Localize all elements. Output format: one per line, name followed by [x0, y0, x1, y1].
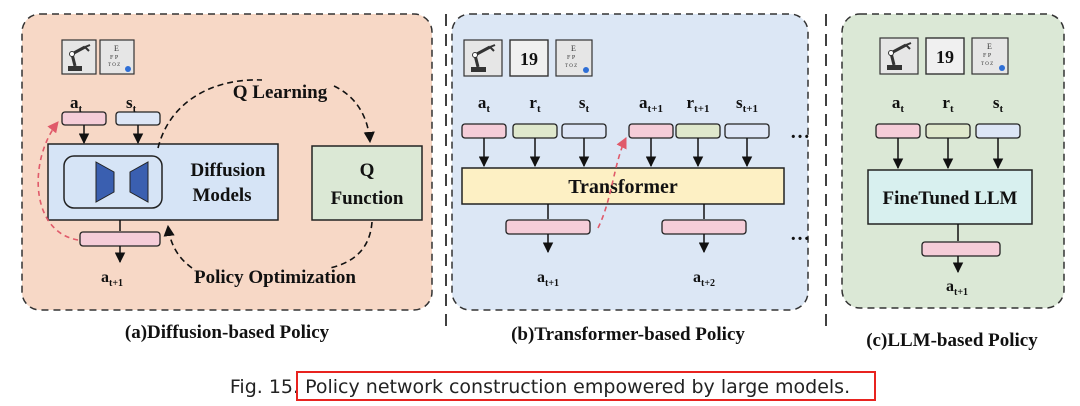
diffusion-token-a: [61, 111, 107, 126]
llm-input-label: st: [993, 93, 1004, 115]
svg-text:19: 19: [936, 47, 954, 67]
llm-label: FineTuned LLM: [883, 188, 1018, 209]
transformer-input-token: [628, 123, 674, 139]
diffusion-output-label: at+1: [101, 269, 123, 289]
svg-text:E: E: [987, 42, 992, 51]
transformer-input-label: rt+1: [687, 93, 710, 115]
policy-optimization-arrow-left: [163, 224, 193, 269]
svg-text:E: E: [571, 44, 576, 53]
q-learning-arrow-right: [333, 85, 375, 144]
panel-diffusion-caption: (a)Diffusion-based Policy: [125, 322, 330, 343]
transformer-input-token: [675, 123, 721, 139]
diffusion-output-token: [79, 231, 161, 247]
transformer-input-token: [724, 123, 770, 139]
q-function-label-2: Function: [331, 188, 404, 209]
svg-text:T O Z: T O Z: [565, 64, 577, 69]
autoregressive-feedback-arrow: [597, 136, 627, 229]
diffusion-model-label-1: Diffusion: [191, 160, 266, 181]
eye-chart-icon: E F P T O Z: [99, 39, 135, 75]
encoder-shape-icon: [95, 161, 115, 203]
figure-caption: Fig. 15. Policy network construction emp…: [230, 376, 850, 398]
transformer-ellipsis-top: …: [790, 121, 810, 143]
panel-transformer-caption: (b)Transformer-based Policy: [511, 324, 745, 345]
q-learning-label: Q Learning: [233, 82, 328, 103]
eye-chart-icon: E F P T O Z: [555, 39, 593, 77]
robot-arm-icon: [879, 37, 919, 75]
decoder-shape-icon: [129, 161, 149, 203]
transformer-output-token: [661, 219, 747, 235]
llm-input-label: at: [892, 93, 905, 115]
q-function-block: [311, 145, 423, 221]
llm-input-token: [875, 123, 921, 139]
transformer-output-label: at+2: [693, 269, 715, 289]
transformer-input-token: [512, 123, 558, 139]
transformer-block: [461, 167, 785, 205]
panel-transformer-bg: [451, 13, 809, 311]
robot-arm-icon: [463, 39, 503, 77]
svg-text:F P: F P: [567, 55, 576, 61]
svg-text:T O Z: T O Z: [981, 62, 993, 67]
eye-chart-icon: E F P T O Z: [971, 37, 1009, 75]
transformer-input-token: [461, 123, 507, 139]
panel-diffusion: E F P T O Z at st Diffusion Models Q Fun…: [21, 13, 433, 343]
llm-output-label: at+1: [946, 278, 968, 298]
policy-optimization-arrow-right: [329, 221, 373, 269]
diffusion-input-a-label: at: [70, 93, 83, 115]
llm-output-token: [921, 241, 1001, 257]
svg-text:F P: F P: [983, 53, 992, 59]
transformer-input-label: at+1: [639, 93, 663, 115]
diffusion-model-label-2: Models: [192, 185, 251, 206]
transformer-input-label: st: [579, 93, 590, 115]
llm-input-token: [925, 123, 971, 139]
panel-llm: 19 E F P T O Z at rt st FineTuned LLM at+1…: [841, 13, 1065, 351]
llm-input-token: [975, 123, 1021, 139]
diffusion-input-s-label: st: [126, 93, 137, 115]
transformer-input-label: rt: [529, 93, 541, 115]
panel-transformer: 19 E F P T O Z at rt st at+1 rt+1 st+1 Transf…: [451, 13, 810, 345]
diffusion-token-s: [115, 111, 161, 126]
transformer-label: Transformer: [568, 176, 678, 198]
llm-block: [867, 169, 1033, 225]
robot-arm-icon: [61, 39, 97, 75]
policy-optimization-label: Policy Optimization: [194, 267, 356, 288]
q-function-label-1: Q: [360, 160, 375, 181]
reward-badge-icon: 19: [509, 39, 549, 77]
svg-text:19: 19: [520, 49, 538, 69]
svg-text:E: E: [114, 44, 119, 53]
svg-text:F P: F P: [110, 55, 119, 61]
panel-llm-caption: (c)LLM-based Policy: [866, 330, 1038, 351]
transformer-input-label: st+1: [736, 93, 758, 115]
caption-highlight-box: [296, 371, 876, 401]
transformer-input-token: [561, 123, 607, 139]
transformer-ellipsis-bottom: …: [790, 223, 810, 245]
reward-badge-icon: 19: [925, 37, 965, 75]
svg-text:T O Z: T O Z: [108, 63, 120, 68]
transformer-input-label: at: [478, 93, 491, 115]
transformer-output-token: [505, 219, 591, 235]
llm-input-label: rt: [942, 93, 954, 115]
transformer-output-label: at+1: [537, 269, 559, 289]
autoregressive-feedback-arrow: [37, 121, 79, 241]
diffusion-inner-frame: [63, 155, 163, 209]
